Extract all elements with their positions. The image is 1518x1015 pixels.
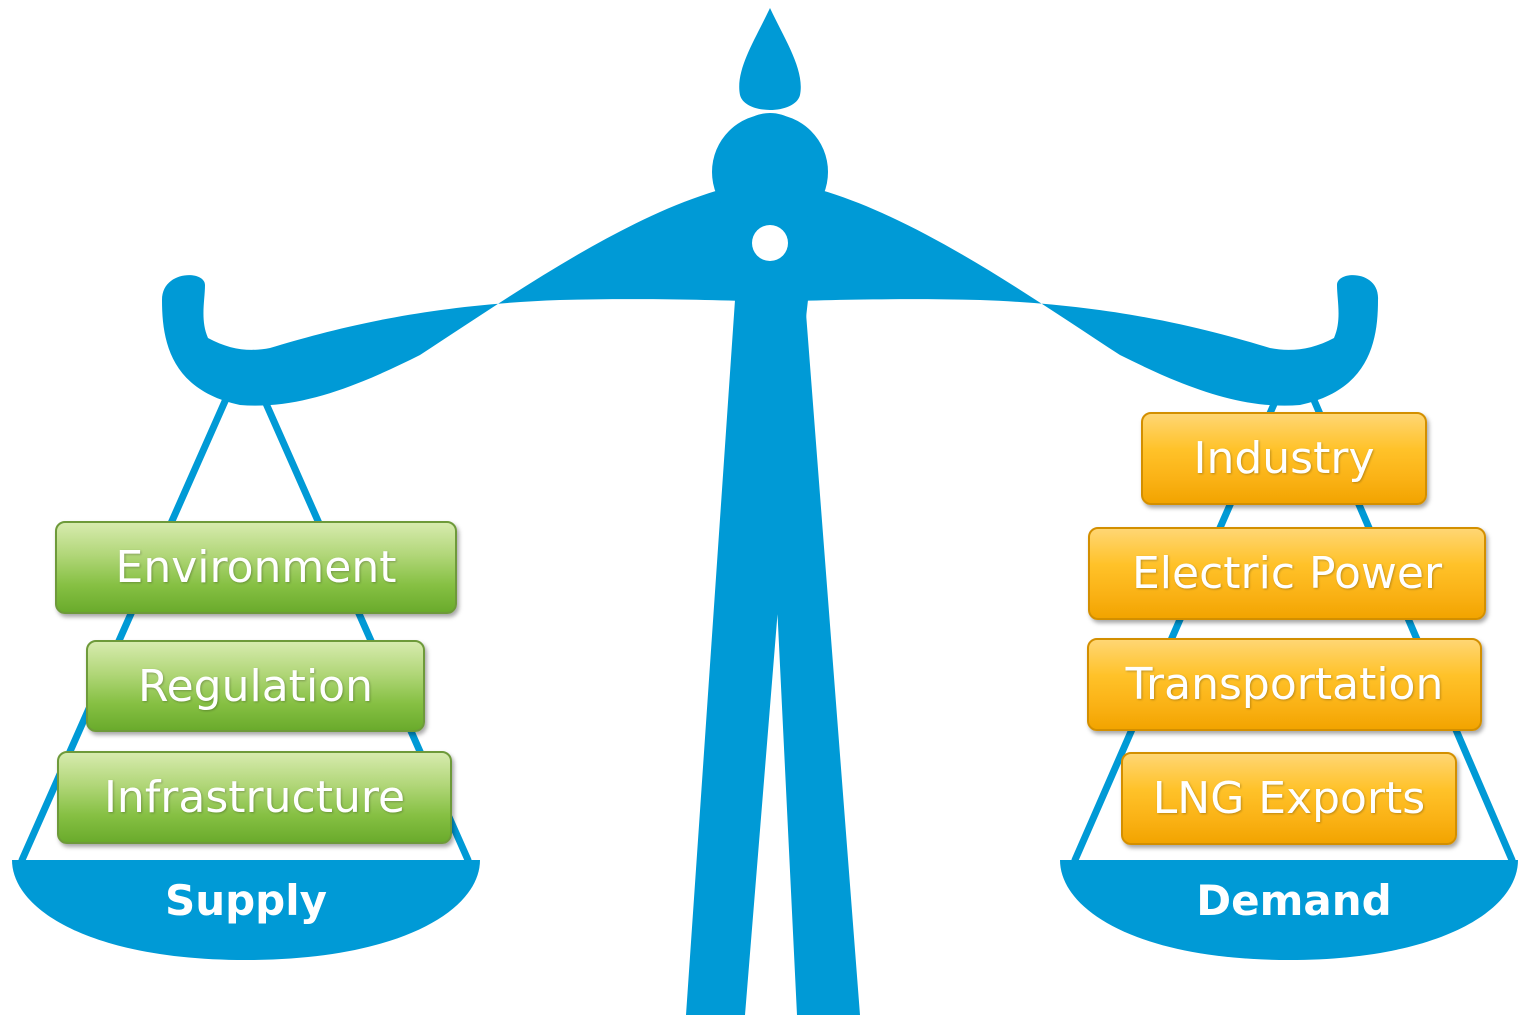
demand-pan xyxy=(1060,860,1518,960)
demand-box-lng-exports: LNG Exports xyxy=(1121,752,1457,845)
scale-beam xyxy=(162,180,1379,406)
demand-label: Demand xyxy=(1196,876,1392,925)
supply-label: Supply xyxy=(164,876,328,925)
demand-box-transportation: Transportation xyxy=(1087,638,1482,731)
scale-finial xyxy=(712,8,828,230)
supply-box-regulation: Regulation xyxy=(86,640,425,732)
supply-box-infrastructure: Infrastructure xyxy=(57,751,452,844)
scale-stand xyxy=(686,300,860,1015)
demand-box-electric-power: Electric Power xyxy=(1088,527,1486,620)
supply-box-environment: Environment xyxy=(55,521,457,614)
demand-box-industry: Industry xyxy=(1141,412,1427,505)
supply-pan xyxy=(12,860,480,960)
pivot-hole xyxy=(752,225,788,261)
